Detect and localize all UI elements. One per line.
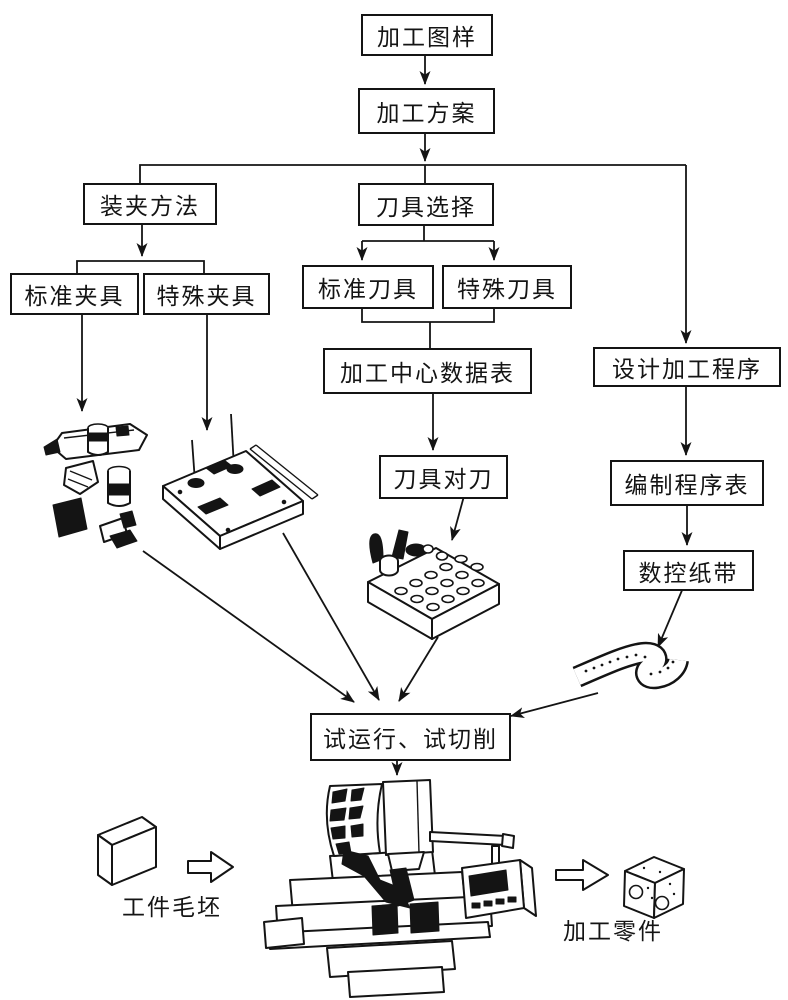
node-standard-tool: 标准刀具 [302, 265, 434, 309]
nc-paper-tape-illustration [572, 641, 689, 690]
machined-part-illustration [623, 856, 685, 919]
tool-magazine-table-illustration [367, 529, 500, 640]
node-program-sheet: 编制程序表 [610, 460, 764, 506]
node-special-fixture: 特殊夹具 [143, 273, 270, 315]
connectors [76, 52, 693, 776]
node-tool-setting: 刀具对刀 [379, 455, 508, 499]
node-trial-run: 试运行、试切削 [310, 713, 511, 761]
blank-feed-arrow-icon [187, 851, 234, 883]
caption-workpiece-blank: 工件毛坯 [122, 894, 222, 920]
workpiece-blank-illustration [97, 816, 157, 886]
node-mc-data-table: 加工中心数据表 [323, 348, 532, 394]
machining-center-illustration [263, 779, 537, 998]
caption-machined-part: 加工零件 [563, 918, 663, 944]
standard-fixtures-illustration [43, 423, 148, 549]
special-fixture-pallet-illustration [162, 413, 319, 550]
node-process-drawing: 加工图样 [361, 14, 493, 56]
node-clamping-method: 装夹方法 [83, 183, 217, 225]
node-design-program: 设计加工程序 [593, 347, 781, 387]
part-output-arrow-icon [555, 859, 609, 891]
node-nc-tape: 数控纸带 [623, 550, 754, 591]
node-special-tool: 特殊刀具 [442, 265, 572, 309]
node-standard-fixture: 标准夹具 [10, 273, 139, 315]
node-tool-selection: 刀具选择 [358, 183, 494, 226]
node-process-plan: 加工方案 [358, 88, 495, 134]
